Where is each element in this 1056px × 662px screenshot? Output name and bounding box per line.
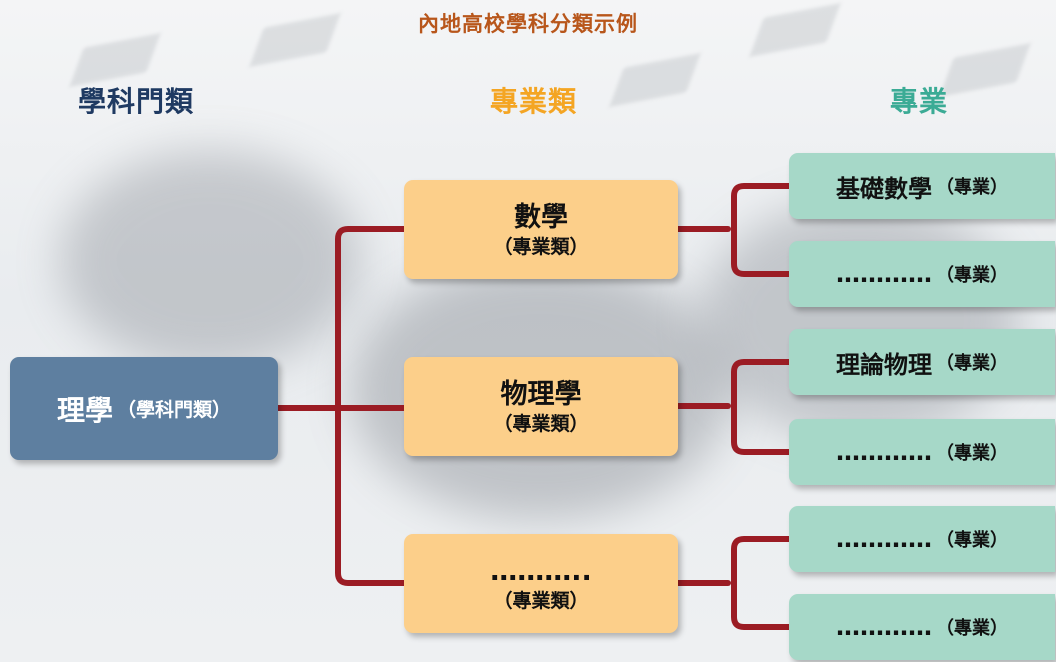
category-label: 物理學 xyxy=(500,378,582,410)
major-label: 基礎數學 xyxy=(836,174,932,203)
major-label: ………… xyxy=(836,438,932,466)
root-node: 理學 （學科門類） xyxy=(10,357,278,460)
major-sublabel: （專業） xyxy=(936,265,1008,286)
major-node: ………… （專業） xyxy=(789,419,1055,485)
category-label: 數學 xyxy=(514,201,568,233)
connector-line xyxy=(731,359,792,455)
background-photo-3 xyxy=(700,200,1020,440)
major-node: ………… （專業） xyxy=(789,241,1055,307)
connector-line xyxy=(731,536,792,630)
diagram-title: 內地高校學科分類示例 xyxy=(418,12,638,36)
category-sublabel: （專業類） xyxy=(493,589,589,612)
major-node: 基礎數學 （專業） xyxy=(789,153,1055,219)
major-label: 理論物理 xyxy=(836,350,932,379)
category-node: 物理學 （專業類） xyxy=(404,357,678,456)
major-node: ………… （專業） xyxy=(789,594,1055,660)
root-sublabel: （學科門類） xyxy=(117,399,232,421)
major-node: ………… （專業） xyxy=(789,506,1055,572)
category-label: ……….. xyxy=(490,555,592,587)
header-discipline: 學科門類 xyxy=(78,85,195,118)
category-sublabel: （專業類） xyxy=(493,412,589,435)
major-sublabel: （專業） xyxy=(936,530,1008,551)
major-label: ………… xyxy=(836,613,932,641)
category-sublabel: （專業類） xyxy=(493,235,589,258)
category-node: ……….. （專業類） xyxy=(404,534,678,633)
header-category: 專業類 xyxy=(490,85,578,118)
major-sublabel: （專業） xyxy=(936,443,1008,464)
major-label: ………… xyxy=(836,525,932,553)
major-label: ………… xyxy=(836,260,932,288)
header-major: 專業 xyxy=(890,85,949,118)
major-sublabel: （專業） xyxy=(936,353,1008,374)
major-sublabel: （專業） xyxy=(936,177,1008,198)
root-label: 理學 xyxy=(56,393,113,427)
category-node: 數學 （專業類） xyxy=(404,180,678,279)
background-photo xyxy=(60,150,360,370)
connector-line xyxy=(335,226,407,586)
major-sublabel: （專業） xyxy=(936,618,1008,639)
connector-line xyxy=(731,183,792,277)
major-node: 理論物理 （專業） xyxy=(789,329,1055,395)
